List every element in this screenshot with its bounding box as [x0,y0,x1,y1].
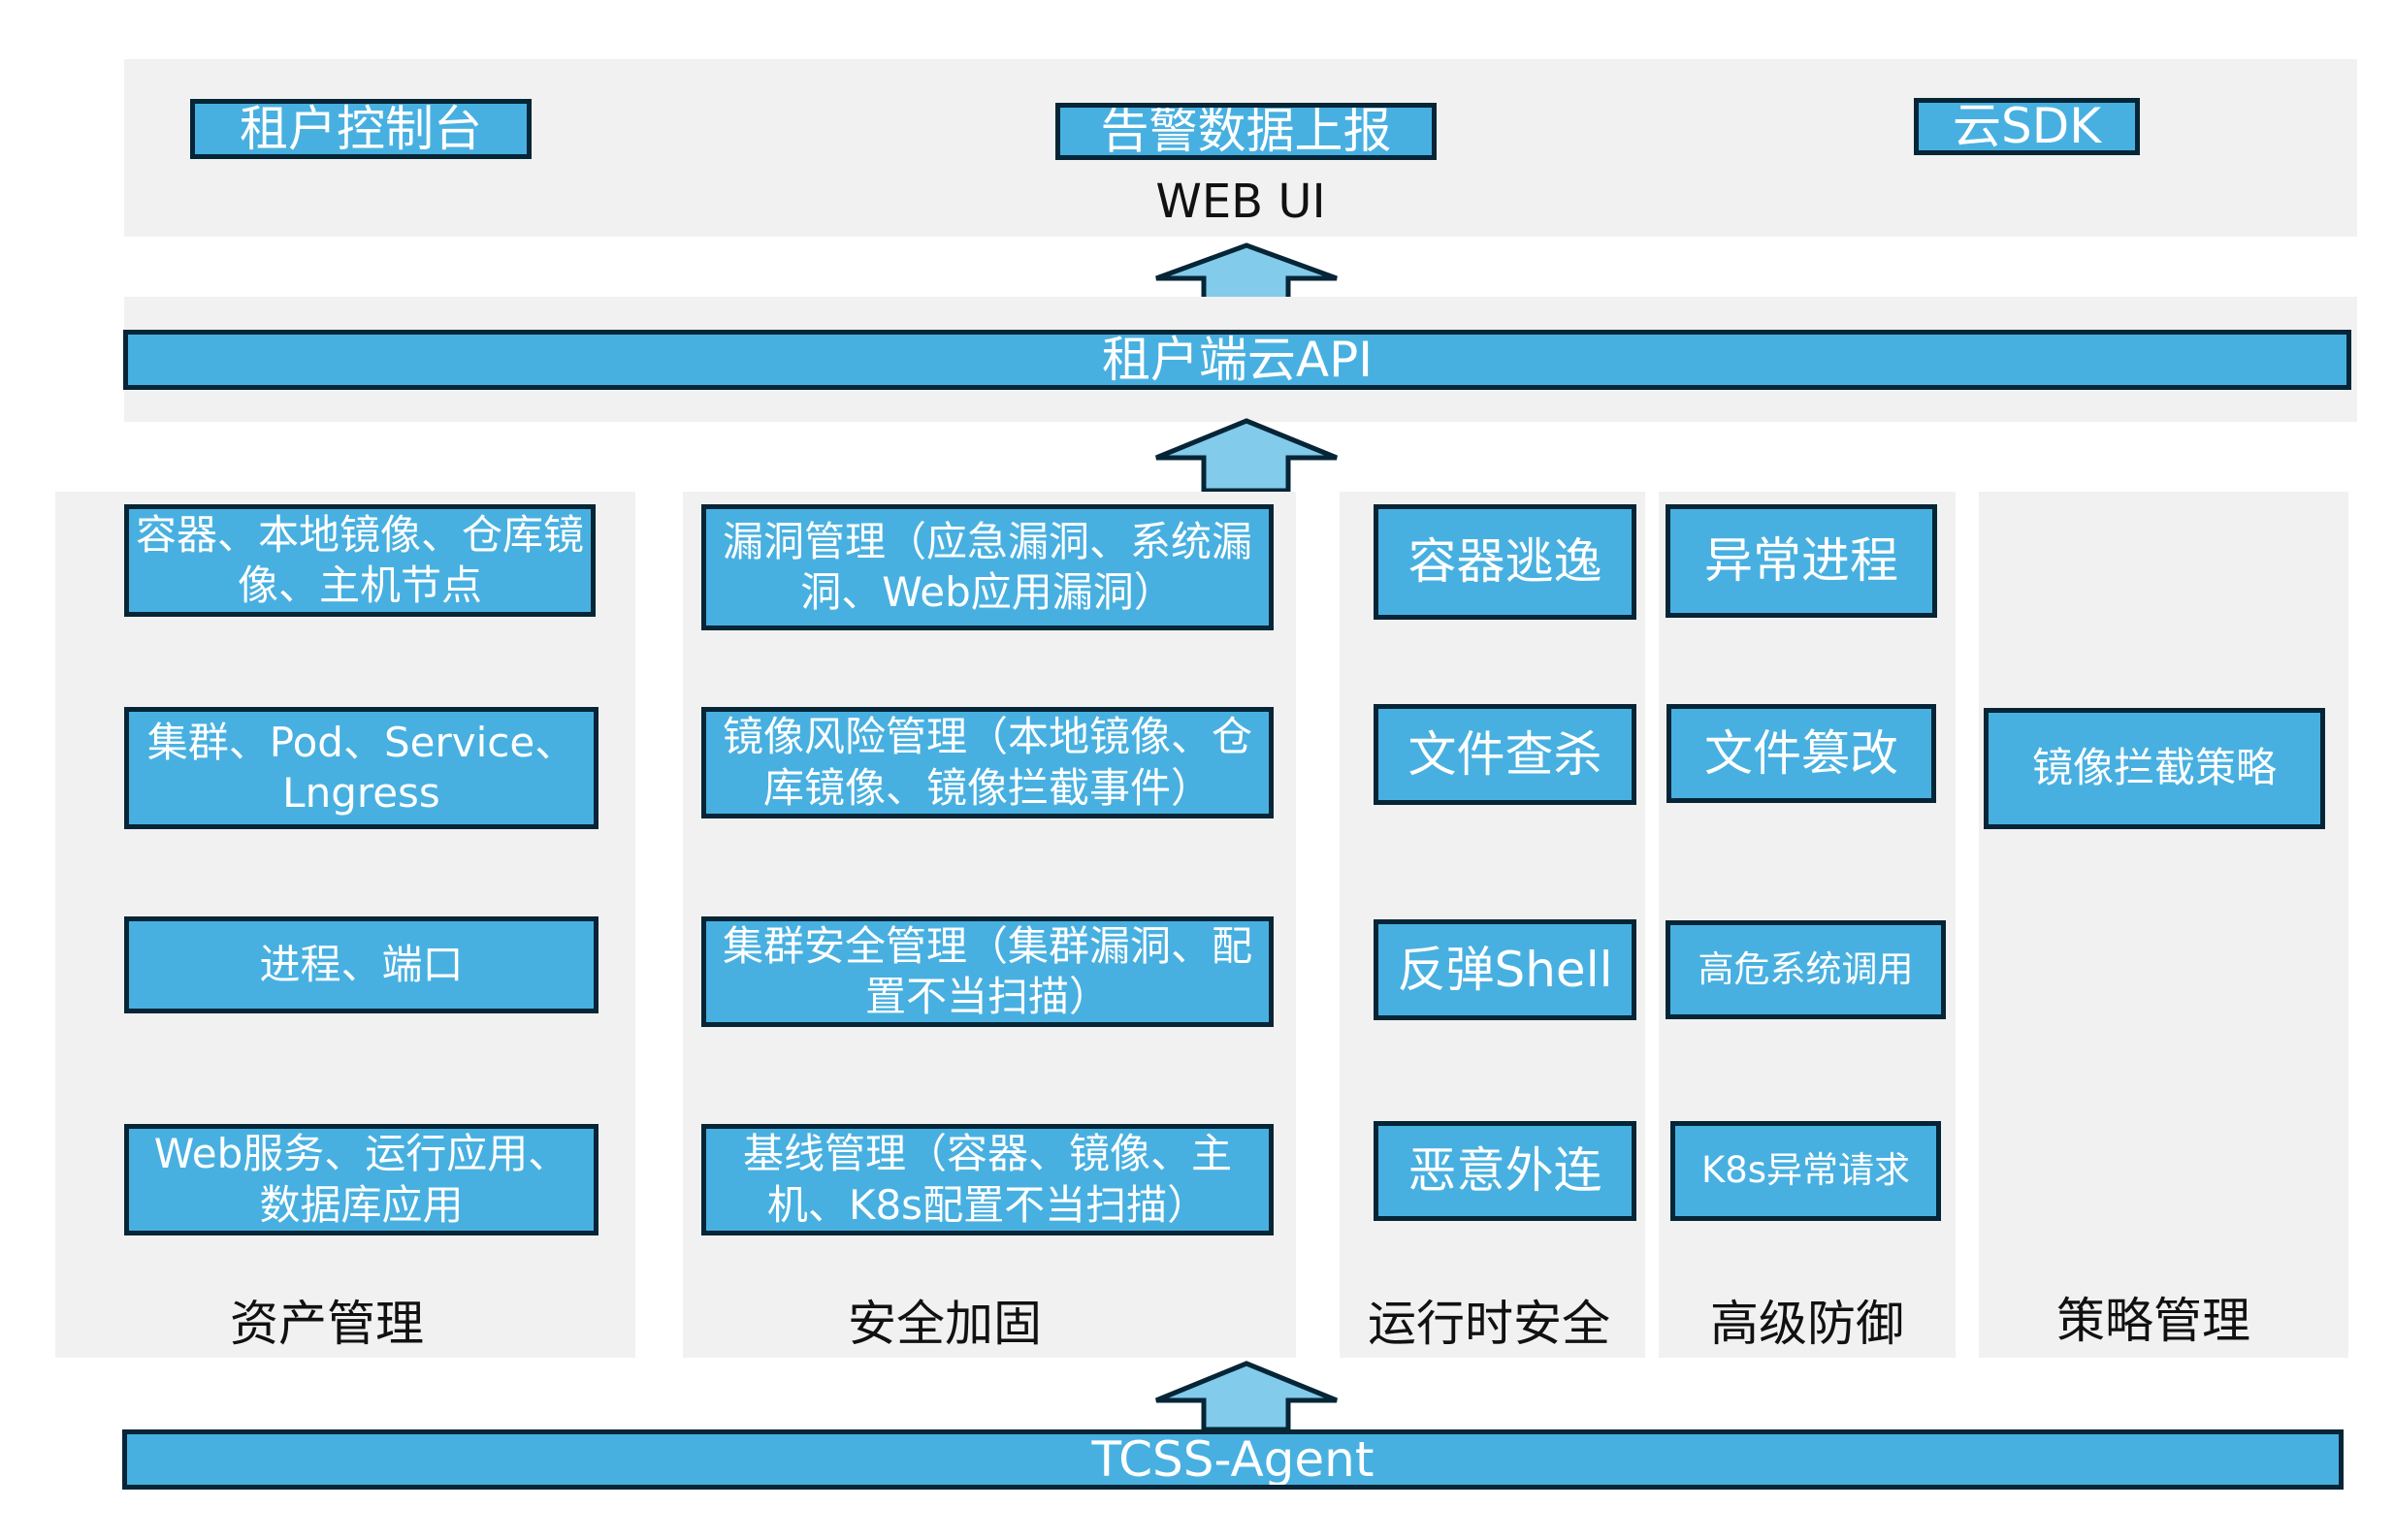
module-item: 异常进程 [1666,504,1937,618]
module-item: 进程、端口 [124,916,598,1013]
module-label: 资产管理 [230,1296,424,1352]
tenant-cloud-api-bar: 租户端云API [123,330,2351,390]
module-item: 镜像拦截策略 [1984,708,2325,829]
cloud-sdk-box: 云SDK [1914,98,2140,155]
module-label: 安全加固 [848,1296,1042,1352]
module-policy-management [1979,492,2348,1358]
up-arrow-icon [1155,418,1338,494]
module-item: 恶意外连 [1374,1121,1636,1221]
up-arrow-icon [1155,1361,1338,1432]
module-label: 运行时安全 [1368,1296,1610,1352]
module-item: 基线管理（容器、镜像、主机、K8s配置不当扫描） [701,1124,1274,1235]
alert-report-box: 告警数据上报 [1055,103,1437,160]
module-label: 策略管理 [2056,1293,2250,1349]
module-item: 文件查杀 [1374,704,1636,805]
module-item: 集群、Pod、Service、Lngress [124,707,598,829]
module-item: 反弹Shell [1374,919,1636,1020]
module-item: Web服务、运行应用、数据库应用 [124,1124,598,1235]
module-item: 容器逃逸 [1374,504,1636,620]
module-item: 容器、本地镜像、仓库镜像、主机节点 [124,504,596,617]
module-item: 文件篡改 [1666,704,1936,803]
module-item: 高危系统调用 [1666,920,1946,1019]
web-ui-title: WEB UI [1155,175,1326,229]
tcss-agent-bar: TCSS-Agent [122,1429,2344,1490]
tenant-console-box: 租户控制台 [190,99,532,159]
module-item: 镜像风险管理（本地镜像、仓库镜像、镜像拦截事件） [701,707,1274,818]
module-label: 高级防御 [1710,1296,1904,1352]
module-item: K8s异常请求 [1670,1121,1941,1221]
module-item: 集群安全管理（集群漏洞、配置不当扫描） [701,916,1274,1027]
module-item: 漏洞管理（应急漏洞、系统漏洞、Web应用漏洞） [701,504,1274,630]
